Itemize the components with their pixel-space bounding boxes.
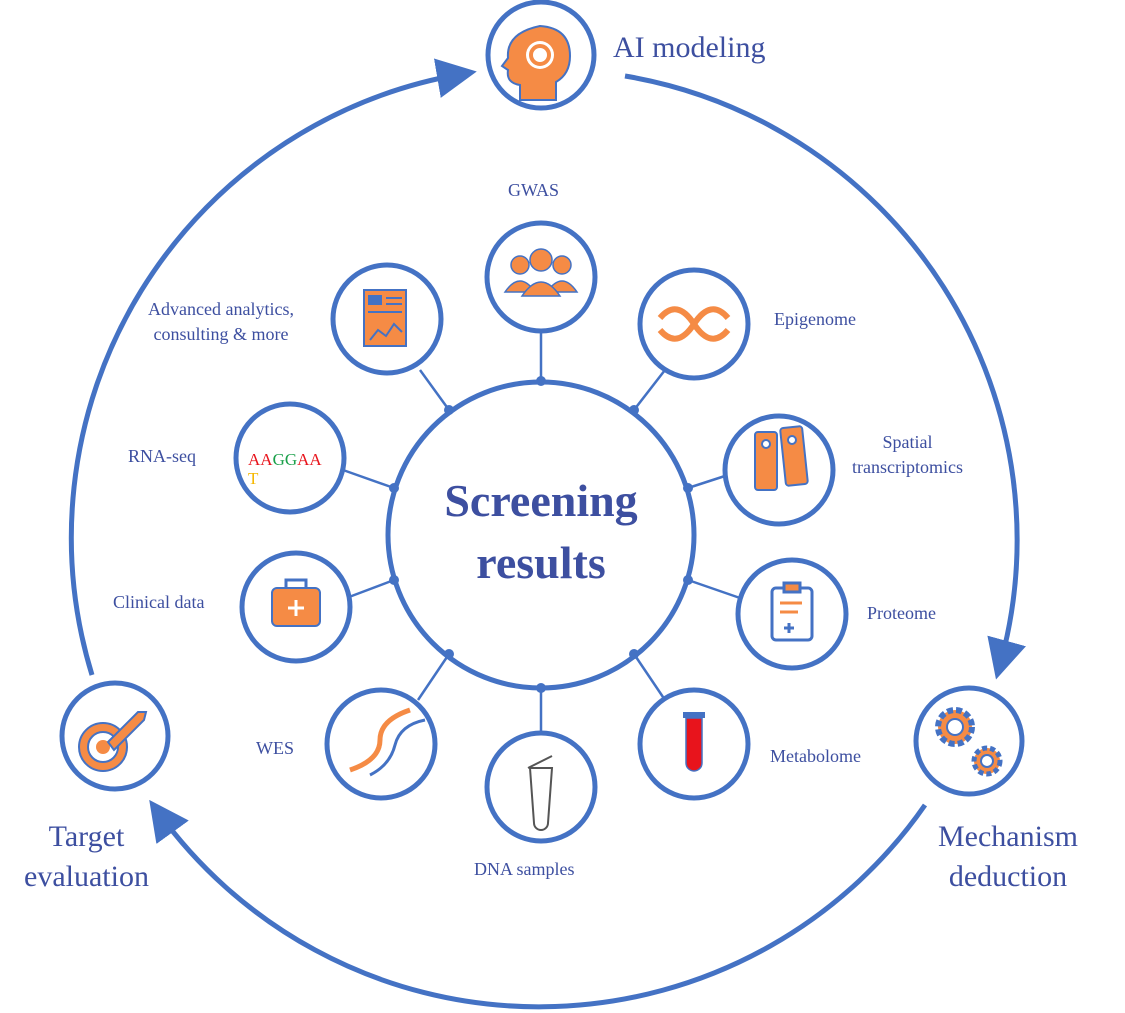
gwas-circle xyxy=(484,220,598,334)
dna-samples-label: DNA samples xyxy=(474,859,575,879)
dna-circle xyxy=(484,730,598,844)
cycle-arrow-ai-to-mechanism xyxy=(624,73,1026,680)
advanced-label-line1: Advanced analytics, xyxy=(148,299,294,319)
advanced-label: Advanced analytics, consulting & more xyxy=(148,297,294,347)
proteome-circle xyxy=(735,557,849,671)
rna-aa-1: AA xyxy=(248,450,273,469)
medical-bag-icon xyxy=(271,578,321,627)
target-dart-icon xyxy=(78,711,148,772)
test-tube-icon xyxy=(683,712,705,772)
center-title-line1: Screening xyxy=(444,475,638,526)
metabolome-label: Metabolome xyxy=(770,746,861,766)
epigenome-label: Epigenome xyxy=(774,309,856,329)
clinical-data-label: Clinical data xyxy=(113,592,205,612)
gears-icon xyxy=(935,707,1003,777)
mechanism-label-line2: deduction xyxy=(948,860,1068,893)
rna-gg: GG xyxy=(272,450,298,469)
clipboard-icon xyxy=(770,581,814,642)
gwas-label: GWAS xyxy=(508,180,560,200)
cycle-arrow-target-to-ai xyxy=(68,58,477,676)
wes-label: WES xyxy=(256,738,294,758)
ai-modeling-label: AI modeling xyxy=(613,31,766,64)
dna-strand-icon xyxy=(349,707,426,777)
spatial-label: Spatial transcriptomics xyxy=(852,430,963,480)
target-label-line2: evaluation xyxy=(24,860,149,893)
advanced-label-line2: consulting & more xyxy=(153,324,289,344)
rna-t: T xyxy=(248,469,259,488)
sample-tube-icon xyxy=(527,755,554,831)
target-label: Target evaluation xyxy=(24,817,149,897)
mechanism-label: Mechanism deduction xyxy=(938,817,1078,897)
rna-aa-2: AA xyxy=(297,450,322,469)
proteome-label: Proteome xyxy=(867,603,936,623)
rnaseq-circle xyxy=(233,401,347,515)
rnaseq-label: RNA-seq xyxy=(128,446,196,466)
spatial-label-line1: Spatial xyxy=(882,432,933,452)
connector-dots xyxy=(389,376,693,693)
spatial-circle xyxy=(722,413,836,527)
binders-icon xyxy=(754,425,809,491)
target-label-line1: Target xyxy=(48,820,125,853)
connectors xyxy=(342,331,741,733)
cycle-arrow-mechanism-to-target xyxy=(149,799,928,1010)
center-title-line2: results xyxy=(476,537,606,588)
head-gear-icon xyxy=(500,24,572,101)
mechanism-label-line1: Mechanism xyxy=(938,820,1078,853)
rna-sequence-text: AAGGAA T xyxy=(248,450,322,488)
center-title: Screening results xyxy=(391,470,691,594)
spatial-label-line2: transcriptomics xyxy=(852,457,963,477)
report-icon xyxy=(363,289,407,347)
users-icon xyxy=(503,248,579,297)
dna-helix-icon xyxy=(657,306,731,342)
